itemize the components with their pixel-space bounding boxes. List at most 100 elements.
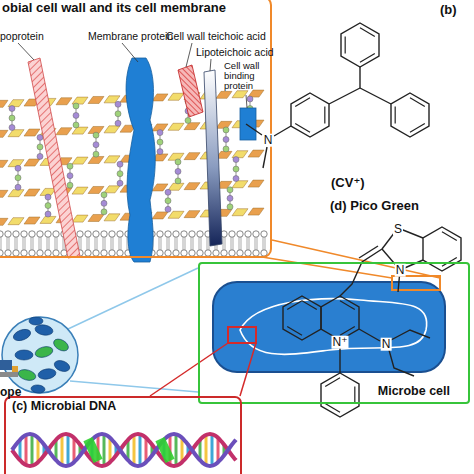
base-pair bbox=[205, 435, 208, 465]
lipid-tail bbox=[79, 237, 80, 244]
lipid-tail bbox=[47, 237, 48, 244]
microscope-symbol bbox=[0, 360, 12, 370]
lipid-tail bbox=[9, 244, 10, 250]
lipid-tail bbox=[111, 244, 112, 250]
lipid-head bbox=[253, 231, 259, 237]
lipid-tail bbox=[231, 244, 232, 250]
zoom-line bbox=[68, 268, 198, 329]
benzene-ring bbox=[423, 227, 461, 271]
lipid-tail bbox=[169, 244, 170, 250]
lipid-tail bbox=[41, 244, 42, 250]
ring-structures bbox=[283, 23, 461, 417]
lipid-tail bbox=[223, 244, 224, 250]
microbe-cell-symbol bbox=[29, 317, 43, 325]
peptide-bead bbox=[115, 120, 121, 126]
lipid-head bbox=[213, 250, 219, 256]
lipid-tail bbox=[233, 244, 234, 250]
base-pair bbox=[211, 434, 214, 466]
base-pair bbox=[133, 435, 136, 465]
lipid-head bbox=[229, 231, 235, 237]
peptidoglycan-unit bbox=[0, 160, 8, 167]
peptide-bead bbox=[101, 200, 107, 206]
chemical-bond bbox=[246, 124, 262, 135]
dna-strand bbox=[12, 434, 236, 466]
lipid-tail bbox=[199, 244, 200, 250]
double-bond bbox=[287, 327, 302, 336]
peptide-bead bbox=[227, 187, 233, 193]
double-bond bbox=[360, 28, 375, 37]
zoom-panel: (c) Microbial DNA bbox=[4, 396, 242, 474]
peptide-bead bbox=[247, 96, 253, 102]
peptide-bead bbox=[117, 171, 123, 177]
lipid-tail bbox=[33, 244, 34, 250]
peptidoglycan-unit bbox=[72, 187, 88, 194]
peptidoglycan-unit bbox=[216, 121, 232, 128]
double-bond bbox=[345, 36, 346, 53]
lipid-head bbox=[5, 231, 11, 237]
lipid-tail bbox=[41, 237, 42, 244]
peptidoglycan-unit bbox=[0, 190, 8, 197]
lipid-tail bbox=[159, 237, 160, 244]
lipid-tail bbox=[161, 237, 162, 244]
lipid-tail bbox=[119, 237, 120, 244]
lipid-head bbox=[181, 231, 187, 237]
lipid-head bbox=[45, 250, 51, 256]
double-bond bbox=[325, 378, 340, 387]
lipid-tail bbox=[55, 237, 56, 244]
peptidoglycan-unit bbox=[72, 127, 88, 134]
peptide-bead bbox=[117, 180, 123, 186]
lipid-head bbox=[101, 231, 107, 237]
lipid-head bbox=[21, 250, 27, 256]
lipoprotein-shape bbox=[28, 58, 80, 258]
benzene-ring bbox=[321, 296, 359, 340]
peptide-bead bbox=[37, 153, 43, 159]
lipid-tail bbox=[201, 244, 202, 250]
peptide-bead bbox=[101, 192, 107, 198]
peptide-bead bbox=[45, 194, 51, 200]
lipid-tail bbox=[63, 244, 64, 250]
peptide-bead bbox=[93, 151, 99, 157]
microbe-cell-shape bbox=[213, 282, 445, 372]
lipid-head bbox=[53, 231, 59, 237]
zoom-line bbox=[272, 240, 440, 278]
lipid-tail bbox=[159, 244, 160, 250]
peptide-bead bbox=[115, 111, 121, 117]
microbe-cell-symbol bbox=[31, 384, 46, 393]
peptidoglycan-unit bbox=[88, 214, 104, 221]
zoom-line bbox=[70, 381, 198, 392]
lipid-tail bbox=[95, 237, 96, 244]
lipid-head bbox=[165, 250, 171, 256]
double-bond bbox=[442, 232, 457, 241]
lipid-tail bbox=[47, 244, 48, 250]
lipid-tail bbox=[247, 237, 248, 244]
lipid-head bbox=[157, 231, 163, 237]
zoom-line bbox=[262, 257, 392, 278]
peptidoglycan-unit bbox=[88, 156, 104, 163]
teichoic-acid-shape bbox=[178, 65, 203, 117]
peptide-bead bbox=[73, 112, 79, 118]
lipid-tail bbox=[249, 244, 250, 250]
peptidoglycan-unit bbox=[40, 216, 56, 223]
lipid-head bbox=[245, 231, 251, 237]
dna-strand bbox=[12, 434, 236, 466]
peptide-bead bbox=[37, 144, 43, 150]
peptide-bead bbox=[165, 198, 171, 204]
microbe-cell-symbol bbox=[34, 324, 53, 337]
microbe-cell-symbol bbox=[17, 368, 37, 382]
lipid-tail bbox=[265, 244, 266, 250]
lipid-tail bbox=[185, 244, 186, 250]
peptide-bead bbox=[223, 146, 229, 152]
peptide-bead bbox=[227, 204, 233, 210]
peptidoglycan-unit bbox=[152, 212, 168, 219]
peptidoglycan-unit bbox=[248, 208, 264, 215]
lipid-tail bbox=[255, 244, 256, 250]
lipid-tail bbox=[183, 237, 184, 244]
peptidoglycan-unit bbox=[168, 123, 184, 130]
lipid-tail bbox=[265, 237, 266, 244]
benzene-ring bbox=[283, 296, 321, 340]
peptidoglycan-unit bbox=[24, 159, 40, 166]
lipid-head bbox=[101, 250, 107, 256]
peptide-bead bbox=[157, 139, 163, 145]
lipid-tail bbox=[241, 237, 242, 244]
lipid-tail bbox=[175, 244, 176, 250]
